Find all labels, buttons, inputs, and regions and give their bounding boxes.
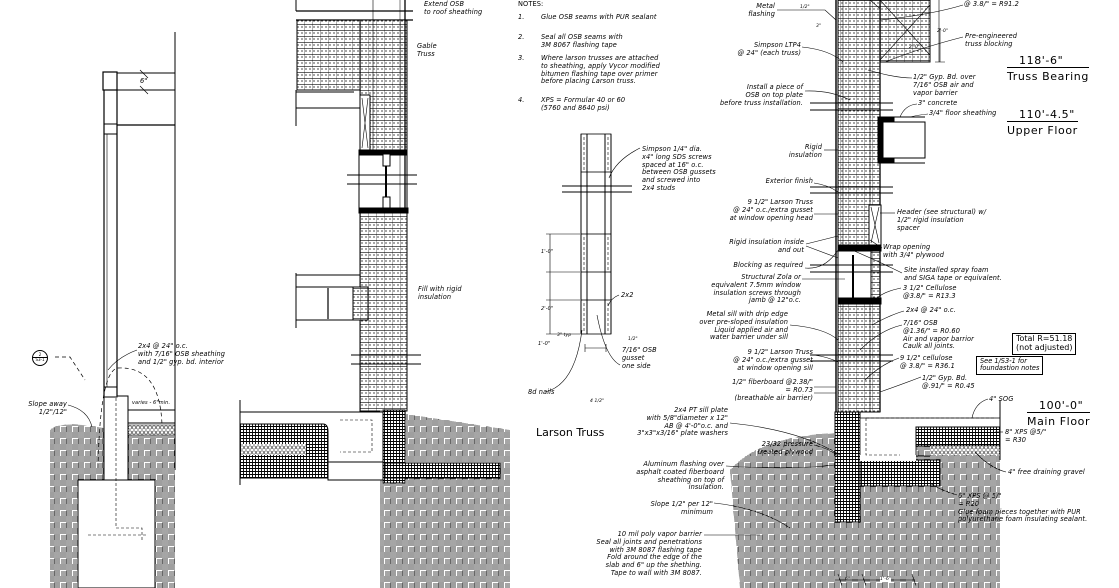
larson-truss-detail <box>544 133 641 393</box>
2x2-label: 2x2 <box>621 291 634 299</box>
note-4-number: 4. <box>518 96 525 104</box>
dim-six-in: 6" <box>845 577 851 582</box>
callout-truss-blocking: Pre-engineered truss blocking <box>965 32 1018 48</box>
callout-larson-truss-sill: 9 1/2" Larson Truss @ 24" o.c./extra gus… <box>733 348 813 372</box>
note-3-number: 3. <box>518 54 525 62</box>
section-number: 2 <box>33 351 47 358</box>
callout-sog: 4" SOG <box>989 395 1014 403</box>
callout-gyp-osb: 1/2" Gyp. Bd. over 7/16" OSB air and vap… <box>913 73 976 97</box>
note-2: Seal all OSB seams with 3M 8067 flashing… <box>541 33 623 49</box>
note-1-number: 1. <box>518 13 525 21</box>
elevation-value: 118'-6" <box>1019 54 1064 67</box>
elevation-main-floor: 100'-0" Main Floor <box>1027 399 1091 428</box>
dim-2ft: 2'-0" <box>541 306 554 312</box>
callout-r91: @ 3.8/" = R91.2 <box>964 0 1019 8</box>
note-1: Glue OSB seams with PUR sealant <box>541 13 657 21</box>
callout-metal-sill: Metal sill with drip edge over pre-slope… <box>699 310 788 342</box>
callout-cellulose-3-5: 3 1/2" Cellulose @3.8/" = R13.3 <box>903 284 957 300</box>
callout-xps-8: 8" XPS @5/" = R30 <box>1005 428 1047 444</box>
dim-two-ft-b: 2'-0" <box>909 45 921 50</box>
dim-3-typ: 3" typ <box>557 333 572 338</box>
dim-one-six: 1'-6" <box>880 577 892 583</box>
elevation-upper-floor: 110'-4.5" Upper Floor <box>1007 108 1078 137</box>
callout-rigid-insulation: Rigid insulation <box>788 143 822 159</box>
dim-1ft-bottom: 1'-0" <box>538 341 551 347</box>
callout-gyp-bd: 1/2" Gyp. Bd. @.91/" = R0.45 <box>922 374 975 390</box>
callout-pt-plywood: 23/32 pressure treated plywood <box>757 440 813 456</box>
callout-osb-top-plate: Install a piece of OSB on top plate befo… <box>719 83 803 107</box>
simpson-screws-note: Simpson 1/4" dia. x4" long SDS screws sp… <box>642 145 716 192</box>
elevation-value: 100'-0" <box>1039 399 1084 412</box>
callout-floor-sheathing: 3/4" floor sheathing <box>929 109 997 117</box>
callout-sill-plate: 2x4 PT sill plate with 5/8"diameter x 12… <box>637 406 728 438</box>
foundation-notes-reference: See 1/S3-1 for foundastion notes <box>976 356 1044 375</box>
osb-gusset-label: 7/16" OSB gusset one side <box>622 346 657 370</box>
callout-larson-truss-head: 9 1/2" Larson Truss @ 24" o.c./extra gus… <box>729 198 813 222</box>
note-3: Where larson trusses are attached to she… <box>541 54 660 86</box>
extend-osb-note: Extend OSB to roof sheathing <box>424 0 483 16</box>
section-reference-tag[interactable]: 2 S3-1 <box>32 350 48 366</box>
fill-rigid-insulation-label: Fill with rigid insulation <box>418 285 462 301</box>
dim-width: 4 1/2" <box>590 399 605 404</box>
callout-2x4: 2x4 @ 24" o.c. <box>906 306 956 314</box>
dim-1ft-top: 1'-0" <box>541 249 554 255</box>
callout-header: Header (see structural) w/ 1/2" rigid in… <box>897 208 987 232</box>
callout-aluminum-flashing: Aluminum flashing over asphalt coated fi… <box>636 460 724 492</box>
callout-simpson-ltp4: Simpson LTP4 @ 24" (each truss) <box>737 41 801 57</box>
notes-heading: NOTES: <box>518 0 544 8</box>
callout-osb-r: 7/16" OSB @1.36/" = R0.60 Air and vapor … <box>903 319 974 351</box>
left-wall-section <box>50 32 176 588</box>
dim-half-in: 1/2" <box>800 5 810 10</box>
note-4: XPS = Formular 40 or 60 (5760 and 8640 p… <box>541 96 626 112</box>
callout-gravel: 4" free draining gravel <box>1008 468 1085 476</box>
callout-slope: Slope 1/2" per 12" minimum <box>650 500 713 516</box>
dim-half: 1/2" <box>628 337 638 342</box>
callout-spray-foam: Site installed spray foam and SIGA tape … <box>904 266 1002 282</box>
wall-note: 2x4 @ 24" o.c. with 7/16" OSB sheathing … <box>138 342 226 366</box>
gable-truss-label: Gable Truss <box>417 42 437 58</box>
callout-xps-6: 6" XPS @ 5/" = R20 Glue foam pieces toge… <box>958 492 1088 524</box>
callout-cellulose-9-5: 9 1/2" cellulose @ 3.8/" = R36.1 <box>900 354 955 370</box>
elevation-value: 110'-4.5" <box>1019 108 1075 121</box>
callout-metal-flashing: Metal flashing <box>748 2 775 18</box>
elevation-truss-bearing: 118'-6" Truss Bearing <box>1007 54 1089 83</box>
section-sheet: S3-1 <box>35 357 45 362</box>
slope-away-note: Slope away 1/2"/12" <box>28 400 67 416</box>
callout-blocking: Blocking as required <box>733 261 803 269</box>
callout-rigid-inside-out: Rigid insulation inside and out <box>729 238 804 254</box>
dim-6in: 6" <box>140 77 148 85</box>
dim-three-in: 3" <box>816 24 822 29</box>
main-wall-section <box>704 0 1007 588</box>
total-r-value-box: Total R=51.18 (not adjusted) <box>1012 333 1077 355</box>
larson-truss-title: Larson Truss <box>536 426 605 439</box>
callout-fiberboard: 1/2" fiberboard @2.38/" = R0.73 (breatha… <box>732 378 813 402</box>
callout-concrete: 3" concrete <box>918 99 958 107</box>
dim-two-ft: 2'-0" <box>937 29 949 34</box>
middle-wall-section <box>239 0 510 588</box>
callout-exterior-finish: Exterior finish <box>765 177 813 185</box>
varies-dim: varies - 6"min. <box>132 400 171 406</box>
elevation-name: Truss Bearing <box>1007 67 1089 83</box>
nails-label: 8d nails <box>528 388 555 396</box>
callout-vapor-barrier: 10 mil poly vapor barrier Seal all joint… <box>596 530 702 577</box>
elevation-name: Upper Floor <box>1007 121 1078 137</box>
callout-wrap-opening: Wrap opening with 3/4" plywood <box>883 243 945 259</box>
callout-window-screws: Structural Zola or equivalent 7.5mm wind… <box>711 273 801 305</box>
note-2-number: 2. <box>518 33 525 41</box>
elevation-name: Main Floor <box>1027 412 1091 428</box>
